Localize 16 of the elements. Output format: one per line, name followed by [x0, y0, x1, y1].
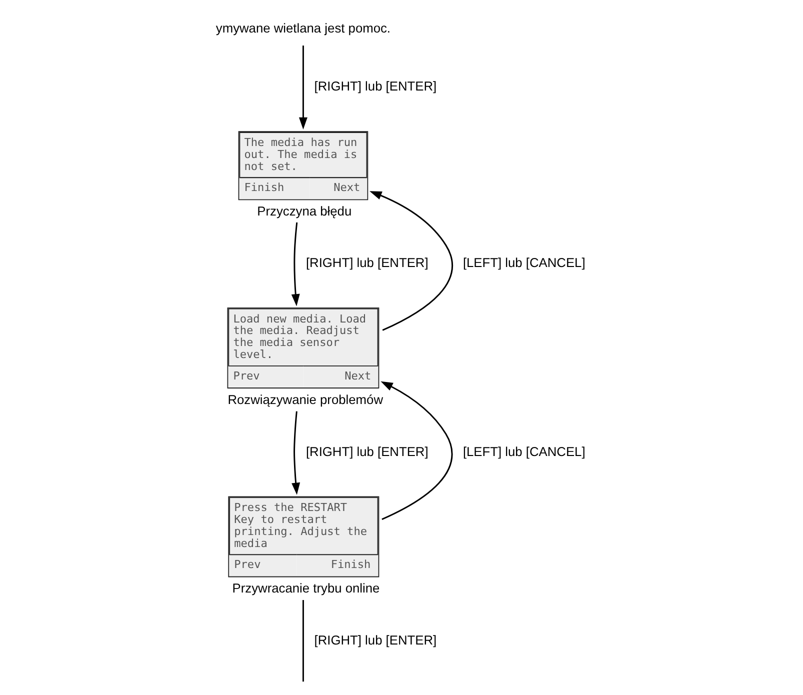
edge-label: [RIGHT] lub [ENTER] — [314, 78, 437, 94]
node-text: ymywane wietlana jest pomoc. — [216, 20, 391, 36]
arrow — [291, 222, 300, 306]
arrow — [380, 381, 453, 520]
node-label: Przywracanie trybu online — [232, 580, 380, 596]
edge-label: [RIGHT] lub [ENTER] — [306, 255, 428, 270]
node-label: Rozwiązywanie problemów — [228, 392, 383, 407]
edge-label: [LEFT] lub [CANCEL] — [462, 444, 586, 459]
edge-label: [RIGHT] lub [ENTER] — [314, 632, 437, 648]
edge-label: [RIGHT] lub [ENTER] — [306, 444, 428, 459]
connector — [302, 600, 304, 682]
arrow — [292, 411, 300, 495]
arrow — [298, 46, 308, 130]
node-label: Przyczyna błędu — [257, 204, 352, 219]
edge-label: [LEFT] lub [CANCEL] — [462, 255, 586, 270]
arrow — [370, 191, 453, 331]
